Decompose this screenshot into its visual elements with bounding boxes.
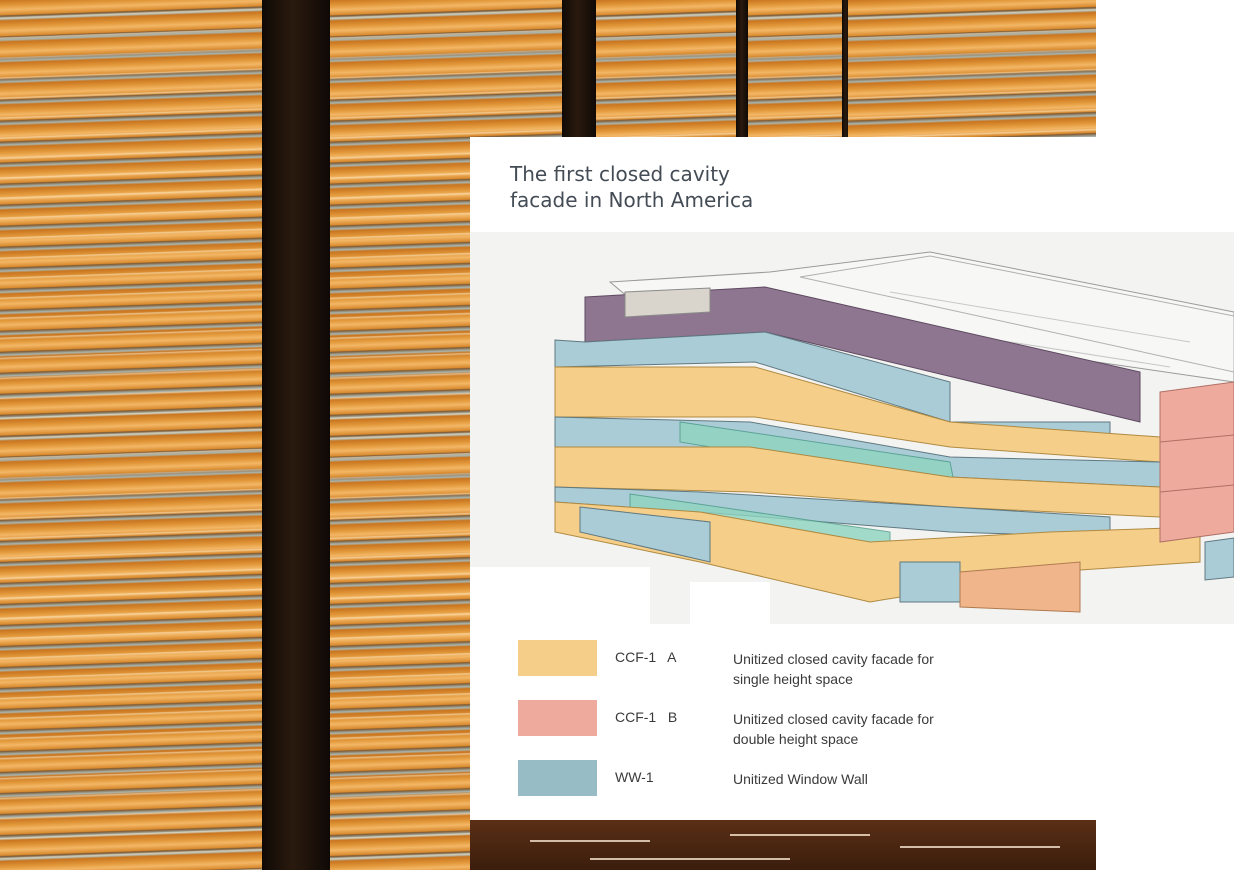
roof-edge (799, 255, 1234, 373)
window-wall-band (554, 331, 951, 423)
blank-area (690, 582, 770, 624)
ccf-a-ground (554, 501, 1201, 603)
corner-glazing (1204, 537, 1234, 581)
legend-description-line-2: single height space (733, 671, 853, 687)
ccf-b-facade (1159, 381, 1234, 543)
legend-code: WW-1 (615, 769, 654, 785)
roof-line (889, 291, 1191, 343)
building-diagram (470, 232, 1234, 624)
legend-swatch-ccf-1-b (518, 700, 597, 736)
card-title: The first closed cavity facade in North … (510, 161, 910, 213)
light-streak (590, 858, 790, 860)
entrance-door (899, 561, 961, 603)
entry-glazing (579, 506, 711, 563)
legend-description-line-1: Unitized closed cavity facade for (733, 651, 934, 667)
legend-item-ww-1: WW-1 Unitized Window Wall (518, 760, 1218, 800)
light-streak (730, 834, 870, 836)
legend-code: CCF-1 A (615, 649, 677, 665)
building-facade-illustration (470, 251, 1234, 624)
facade-info-card: The first closed cavity facade in North … (470, 137, 1234, 820)
legend-description: Unitized closed cavity facade for double… (733, 709, 983, 749)
window-mullion (262, 0, 330, 870)
ground-panel (959, 561, 1081, 613)
light-streak (900, 846, 1060, 848)
ccf-b-division (1159, 434, 1234, 443)
ccf-b-division (1159, 484, 1234, 493)
legend-description-line-1: Unitized closed cavity facade for (733, 711, 934, 727)
legend-description-line-1: Unitized Window Wall (733, 771, 868, 787)
floor-shadow (470, 820, 1096, 870)
legend-item-ccf-1-b: CCF-1 B Unitized closed cavity facade fo… (518, 700, 1218, 747)
legend-description: Unitized closed cavity facade for single… (733, 649, 983, 689)
legend-description-line-2: double height space (733, 731, 859, 747)
card-title-line-2: facade in North America (510, 188, 754, 212)
legend-item-ccf-1-a: CCF-1 A Unitized closed cavity facade fo… (518, 640, 1218, 687)
blinds-pane (0, 0, 262, 870)
rooftop-box (624, 287, 711, 318)
legend-description: Unitized Window Wall (733, 769, 983, 789)
legend-swatch-ww-1 (518, 760, 597, 796)
light-streak (530, 840, 650, 842)
legend-swatch-ccf-1-a (518, 640, 597, 676)
card-title-line-1: The first closed cavity (510, 162, 730, 186)
blank-area (470, 567, 650, 624)
legend-code: CCF-1 B (615, 709, 678, 725)
